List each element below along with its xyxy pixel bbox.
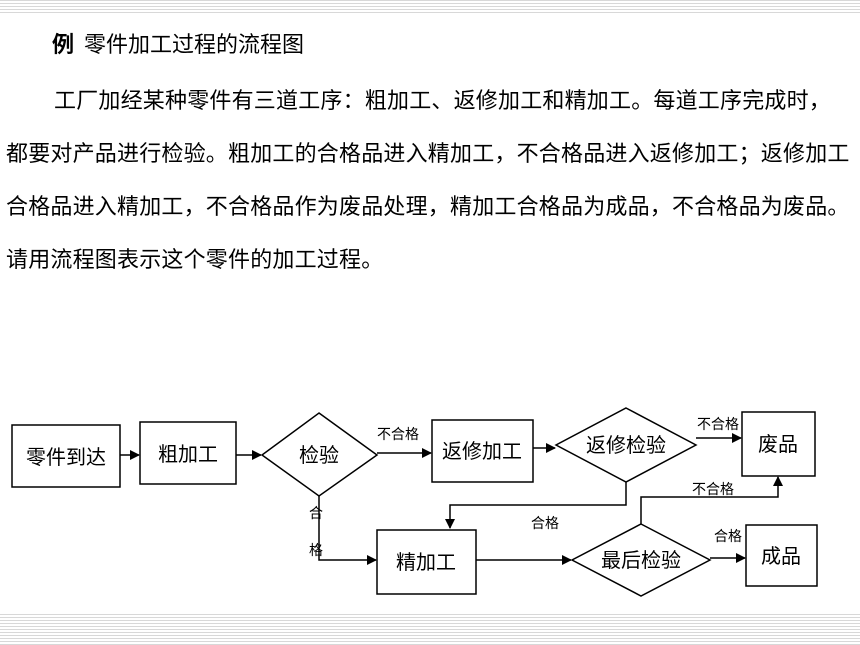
node-rework-box: [431, 419, 534, 483]
bottom-stripe-decoration: [0, 614, 860, 645]
node-final-inspect-diamond: [570, 523, 712, 597]
edge-inspect-fail-label: 不合格: [377, 427, 419, 443]
edge-final-pass-label: 合格: [714, 529, 742, 545]
example-heading: 例零件加工过程的流程图: [52, 27, 304, 59]
node-rough-label: 粗加工: [158, 442, 218, 466]
edge-inspect-pass-label-1: 合: [309, 506, 323, 522]
node-inspect-label: 检验: [299, 443, 339, 467]
edge-final-fail-label: 不合格: [692, 482, 734, 498]
node-arrive-label: 零件到达: [26, 445, 106, 469]
node-finish-label: 精加工: [396, 550, 456, 574]
node-product-label: 成品: [761, 544, 801, 568]
edge-rework-pass-label: 合格: [531, 516, 559, 532]
node-scrap-label: 废品: [758, 432, 798, 456]
node-finish-box: [376, 529, 477, 595]
edge-rework-fail-label: 不合格: [697, 417, 739, 433]
node-rework-label: 返修加工: [442, 439, 522, 463]
example-title: 零件加工过程的流程图: [84, 33, 305, 58]
arrow-rework-inspect-to-finish: [445, 482, 627, 529]
problem-paragraph: 工厂加经某种零件有三道工序：粗加工、返修加工和精加工。每道工序完成时，都要对产品…: [6, 89, 850, 273]
node-rework-inspect-label: 返修检验: [586, 433, 666, 457]
example-marker: 例: [52, 33, 75, 58]
edge-inspect-pass-label-2: 格: [309, 543, 323, 559]
arrow-final-inspect-to-scrap: [640, 476, 783, 524]
node-scrap-box: [741, 411, 816, 477]
node-product-box: [745, 524, 818, 587]
node-rough-box: [139, 421, 237, 485]
node-final-inspect-label: 最后检验: [601, 548, 681, 572]
node-arrive-box: [11, 424, 121, 488]
top-stripe-decoration: [0, 0, 860, 13]
arrow-inspect-to-finish: [318, 496, 377, 565]
